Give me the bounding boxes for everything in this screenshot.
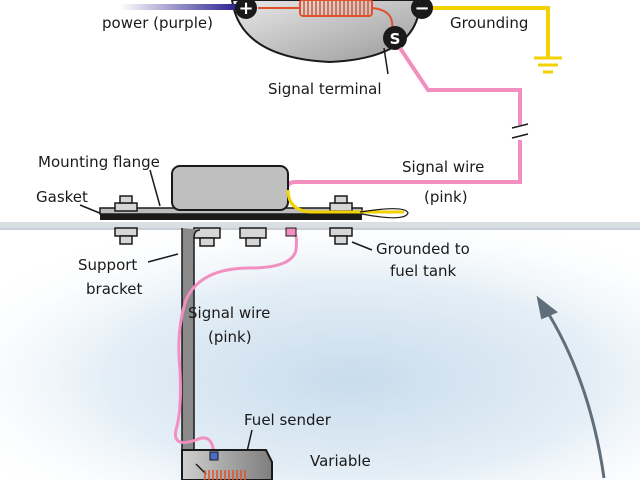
signal-wire-upper xyxy=(398,46,522,125)
bolts xyxy=(114,195,353,247)
leader-lines xyxy=(79,47,389,457)
tank-top-surface xyxy=(0,222,640,230)
signal-terminal xyxy=(383,26,407,50)
power-wire xyxy=(120,4,238,10)
label-fuel-tank: fuel tank xyxy=(390,262,457,280)
signal-symbol: S xyxy=(390,30,401,48)
label-grounded-to: Grounded to xyxy=(376,240,470,258)
label-variable: Variable xyxy=(310,452,371,470)
gauge-body xyxy=(230,0,422,64)
fuel-sender xyxy=(181,449,273,480)
arrow-head xyxy=(536,295,558,320)
label-bracket: bracket xyxy=(86,280,143,298)
positive-symbol: + xyxy=(238,0,253,19)
label-fuel-sender: Fuel sender xyxy=(244,411,331,429)
curved-arrow xyxy=(543,307,606,479)
label-power: power (purple) xyxy=(102,14,213,32)
negative-symbol: − xyxy=(414,0,429,19)
label-signal-wire-mid-color: (pink) xyxy=(208,328,252,346)
label-signal-wire-top: Signal wire xyxy=(402,158,485,176)
label-signal-wire-mid: Signal wire xyxy=(188,304,271,322)
support-bracket xyxy=(181,228,201,471)
positive-terminal xyxy=(235,0,257,19)
sender-head xyxy=(171,165,289,211)
label-grounding: Grounding xyxy=(450,14,529,32)
ground-wire xyxy=(430,6,550,58)
label-support: Support xyxy=(78,256,138,274)
negative-terminal xyxy=(411,0,433,19)
label-signal-wire-top-color: (pink) xyxy=(424,188,468,206)
gasket xyxy=(100,212,362,220)
signal-wire-internal xyxy=(173,230,298,455)
label-gasket: Gasket xyxy=(36,188,88,206)
label-signal-terminal: Signal terminal xyxy=(268,80,382,98)
tank-interior xyxy=(0,228,640,480)
label-mounting-flange: Mounting flange xyxy=(38,153,160,171)
ground-symbol xyxy=(534,56,562,74)
